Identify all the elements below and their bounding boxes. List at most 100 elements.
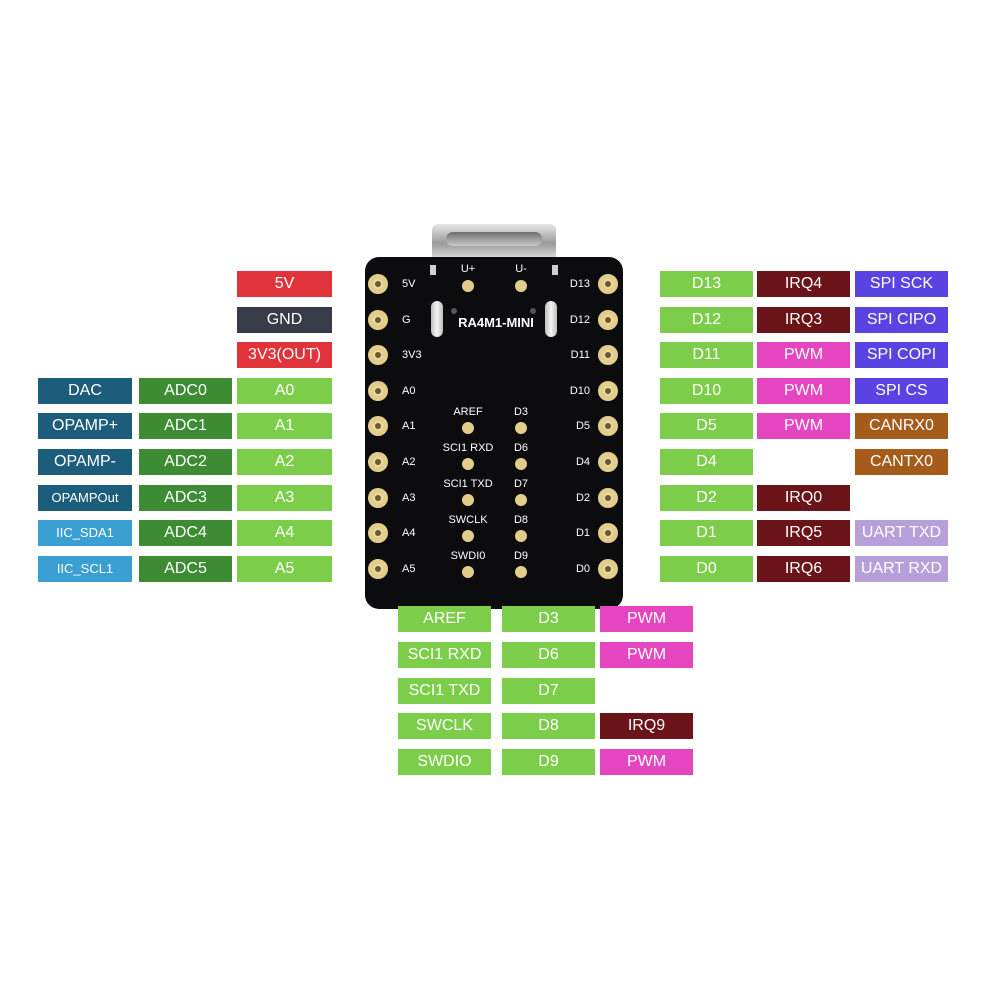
- left-pin-pad: [368, 523, 388, 544]
- board: [365, 257, 623, 609]
- usb-plus-pad: [462, 280, 474, 292]
- function-label: PWM: [757, 413, 850, 440]
- center-pad: [515, 494, 527, 506]
- usb-plus-label: U+: [460, 263, 476, 275]
- right-pin-pad: [598, 416, 618, 437]
- function-label: OPAMPOut: [38, 484, 132, 511]
- function-label: UART RXD: [855, 555, 948, 582]
- pin-label-a5: A5: [237, 555, 332, 582]
- right-pin-pad: [598, 452, 618, 472]
- silk-left-label: 5V: [402, 278, 416, 290]
- silk-right-label: D4: [575, 456, 590, 468]
- board-button: [545, 301, 557, 337]
- silk-left-label: A5: [402, 562, 416, 575]
- right-pin-pad: [598, 345, 618, 366]
- pin-label-d10: D10: [660, 377, 753, 404]
- left-pin-pad: [368, 274, 388, 294]
- right-pin-pad: [598, 309, 618, 330]
- adc-label: ADC1: [139, 413, 232, 440]
- adc-label: ADC4: [139, 520, 232, 547]
- pin-label-a2: A2: [237, 449, 332, 475]
- silk-right-label: D2: [575, 491, 590, 504]
- silk-center-label: AREF: [453, 406, 483, 418]
- pin-label-d2: D2: [660, 484, 753, 511]
- pin-label-d12: D12: [660, 306, 753, 333]
- right-pin-pad: [598, 274, 618, 294]
- function-label: SPI CS: [855, 377, 948, 404]
- silk-center-label: SWCLK: [448, 514, 488, 526]
- silk-right-label: D12: [569, 313, 590, 326]
- silk-center-label: D8: [513, 514, 529, 526]
- silk-left-label: A4: [402, 527, 416, 540]
- bottom-label: SCI1 TXD: [398, 677, 491, 704]
- silk-center-label: SCI1 RXD: [442, 442, 494, 454]
- bottom-label: SWDIO: [398, 749, 491, 776]
- function-label: PWM: [757, 342, 850, 369]
- pin-label-d3: D3: [502, 606, 595, 632]
- right-pin-pad: [598, 558, 618, 579]
- function-label: UART TXD: [855, 520, 948, 547]
- usb-minus-pad: [515, 280, 527, 292]
- silk-right-label: D10: [569, 384, 590, 397]
- center-pad: [515, 458, 527, 470]
- pin-label-d1: D1: [660, 520, 753, 547]
- pin-label-d4: D4: [660, 449, 753, 475]
- pin-label-gnd: GND: [237, 306, 332, 333]
- pin-label-d11: D11: [660, 342, 753, 369]
- function-label: IRQ3: [757, 306, 850, 333]
- function-label: CANTX0: [855, 449, 948, 475]
- pin-label-a0: A0: [237, 377, 332, 404]
- silk-right-label: D11: [570, 349, 590, 362]
- pin-label-d6: D6: [502, 641, 595, 668]
- pin-label-d9: D9: [502, 749, 595, 776]
- silk-center-label: SWDI0: [450, 550, 486, 562]
- left-pin-pad: [368, 380, 388, 401]
- silk-center-label: D7: [513, 478, 529, 490]
- function-label: IRQ9: [600, 713, 693, 740]
- pin-label-d8: D8: [502, 713, 595, 740]
- silk-left-label: G: [402, 313, 411, 326]
- left-pin-pad: [368, 558, 388, 579]
- function-label: PWM: [600, 641, 693, 668]
- silk-right-label: D0: [575, 562, 590, 575]
- center-pad: [515, 566, 527, 578]
- center-pad: [462, 494, 474, 506]
- center-pad: [462, 530, 474, 542]
- left-pin-pad: [368, 487, 388, 508]
- center-pad: [515, 530, 527, 542]
- pin-label-a4: A4: [237, 520, 332, 547]
- usb-mount-tab: [430, 265, 436, 275]
- adc-label: ADC2: [139, 449, 232, 475]
- silk-right-label: D5: [575, 420, 590, 433]
- silk-center-label: D6: [513, 442, 529, 454]
- silk-center-label: D3: [513, 406, 529, 418]
- function-label: OPAMP+: [38, 413, 132, 440]
- function-label: IRQ0: [757, 484, 850, 511]
- pin-label-a1: A1: [237, 413, 332, 440]
- function-label: OPAMP-: [38, 449, 132, 475]
- center-pad: [515, 422, 527, 434]
- adc-label: ADC3: [139, 484, 232, 511]
- pin-label-d13: D13: [660, 271, 753, 297]
- pin-label-3v3-out-: 3V3(OUT): [237, 342, 332, 369]
- center-pad: [462, 458, 474, 470]
- adc-label: ADC0: [139, 377, 232, 404]
- left-pin-pad: [368, 345, 388, 366]
- pin-label-5v: 5V: [237, 271, 332, 297]
- function-label: PWM: [600, 606, 693, 632]
- center-pad: [462, 422, 474, 434]
- silk-right-label: D1: [575, 527, 590, 540]
- bottom-label: AREF: [398, 606, 491, 632]
- silk-left-label: A0: [402, 384, 416, 397]
- function-label: IRQ4: [757, 271, 850, 297]
- left-pin-pad: [368, 416, 388, 437]
- pin-label-d0: D0: [660, 555, 753, 582]
- board-via: [451, 308, 457, 314]
- silk-left-label: A3: [402, 491, 416, 504]
- silk-center-label: D9: [513, 550, 529, 562]
- function-label: DAC: [38, 377, 132, 404]
- silk-left-label: 3V3: [402, 349, 422, 362]
- pin-label-d5: D5: [660, 413, 753, 440]
- function-label: SPI COPI: [855, 342, 948, 369]
